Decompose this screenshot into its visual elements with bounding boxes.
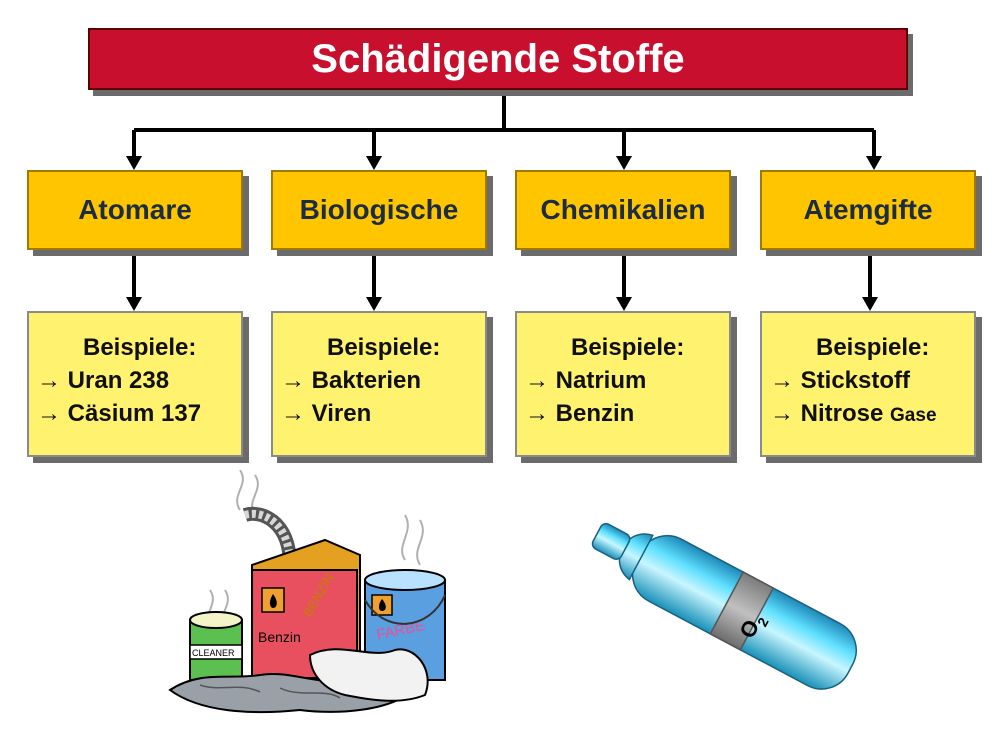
category-atomare: Atomare (27, 170, 243, 250)
example-item: → Cäsium 137 (37, 400, 202, 427)
label-benzin: Benzin (258, 629, 301, 645)
example-item: → Nitrose Gase (770, 397, 974, 432)
examples-chemikalien: Beispiele: → Natrium → Benzin (515, 311, 731, 457)
examples-atomare: Beispiele: → Uran 238 → Cäsium 137 (27, 311, 243, 457)
page-title: Schädigende Stoffe (88, 28, 908, 90)
examples-heading: Beispiele: (83, 334, 197, 361)
label-cleaner: CLEANER (192, 648, 235, 658)
example-item-suffix: Gase (890, 405, 937, 426)
examples-heading: Beispiele: (816, 334, 930, 361)
examples-heading: Beispiele: (327, 334, 441, 361)
example-item: → Bakterien (281, 367, 422, 394)
oxygen-bottle-icon: O2 (591, 522, 857, 690)
category-atemgifte: Atemgifte (760, 170, 976, 250)
examples-biologische: Beispiele: → Bakterien → Viren (271, 311, 487, 457)
example-item: → Viren (281, 400, 372, 427)
category-chemikalien: Chemikalien (515, 170, 731, 250)
example-item: → Benzin (525, 400, 635, 427)
example-item: → Uran 238 (37, 367, 170, 394)
examples-atemgifte: Beispiele: → Stickstoff → Nitrose Gase (760, 311, 976, 457)
example-item: → Stickstoff (770, 367, 911, 394)
chemical-containers-icon: Benzin BENZIN FARBE CLEANER (168, 470, 446, 714)
category-biologische: Biologische (271, 170, 487, 250)
examples-heading: Beispiele: (571, 334, 685, 361)
example-item: → Natrium (525, 367, 647, 394)
example-item-text: → Nitrose (770, 400, 884, 427)
